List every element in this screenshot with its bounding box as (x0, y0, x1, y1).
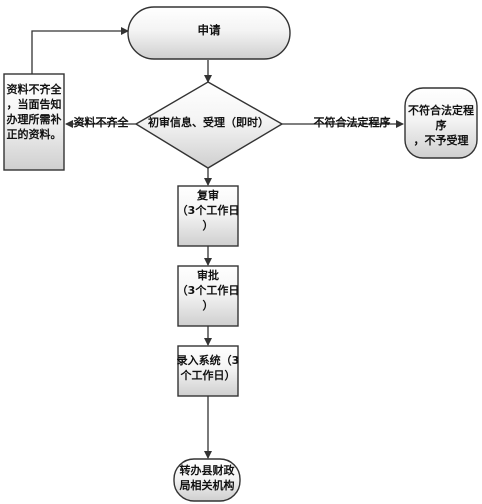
node-sendto-shape (173, 458, 241, 502)
node-apply-shape (127, 6, 291, 60)
node-incomplete-label: 资料不齐全 ，当面告知 办理所需补 正的资料。 (6, 83, 62, 141)
node-enter-shape (177, 345, 239, 397)
node-apply-label: 申请 (197, 23, 221, 37)
node-sendto-label: 转办县财政 局相关机构 (179, 464, 235, 492)
node-reject-shape (404, 87, 478, 159)
node-reject-label: 不符合法定程序 ，不予受理 (408, 104, 474, 147)
connector-incomplete-to-apply (31, 27, 129, 74)
node-review-shape (134, 81, 284, 169)
node-approve-label: 审批 （3个工作日 ） (176, 269, 240, 312)
node-enter-label: 录入系统（3 个工作日） (176, 354, 240, 382)
node-review-label: 初审信息、受理（即时） (148, 116, 269, 129)
node-incomplete-shape (3, 73, 65, 171)
edge-incomplete-label: 资料不齐全 (73, 116, 129, 129)
node-recheck-label: 复审 （3个工作日 ） (176, 189, 240, 232)
node-approve-shape (177, 265, 239, 327)
node-recheck-shape (177, 185, 239, 247)
edge-illegal-label: 不符合法定程序 (313, 116, 391, 129)
